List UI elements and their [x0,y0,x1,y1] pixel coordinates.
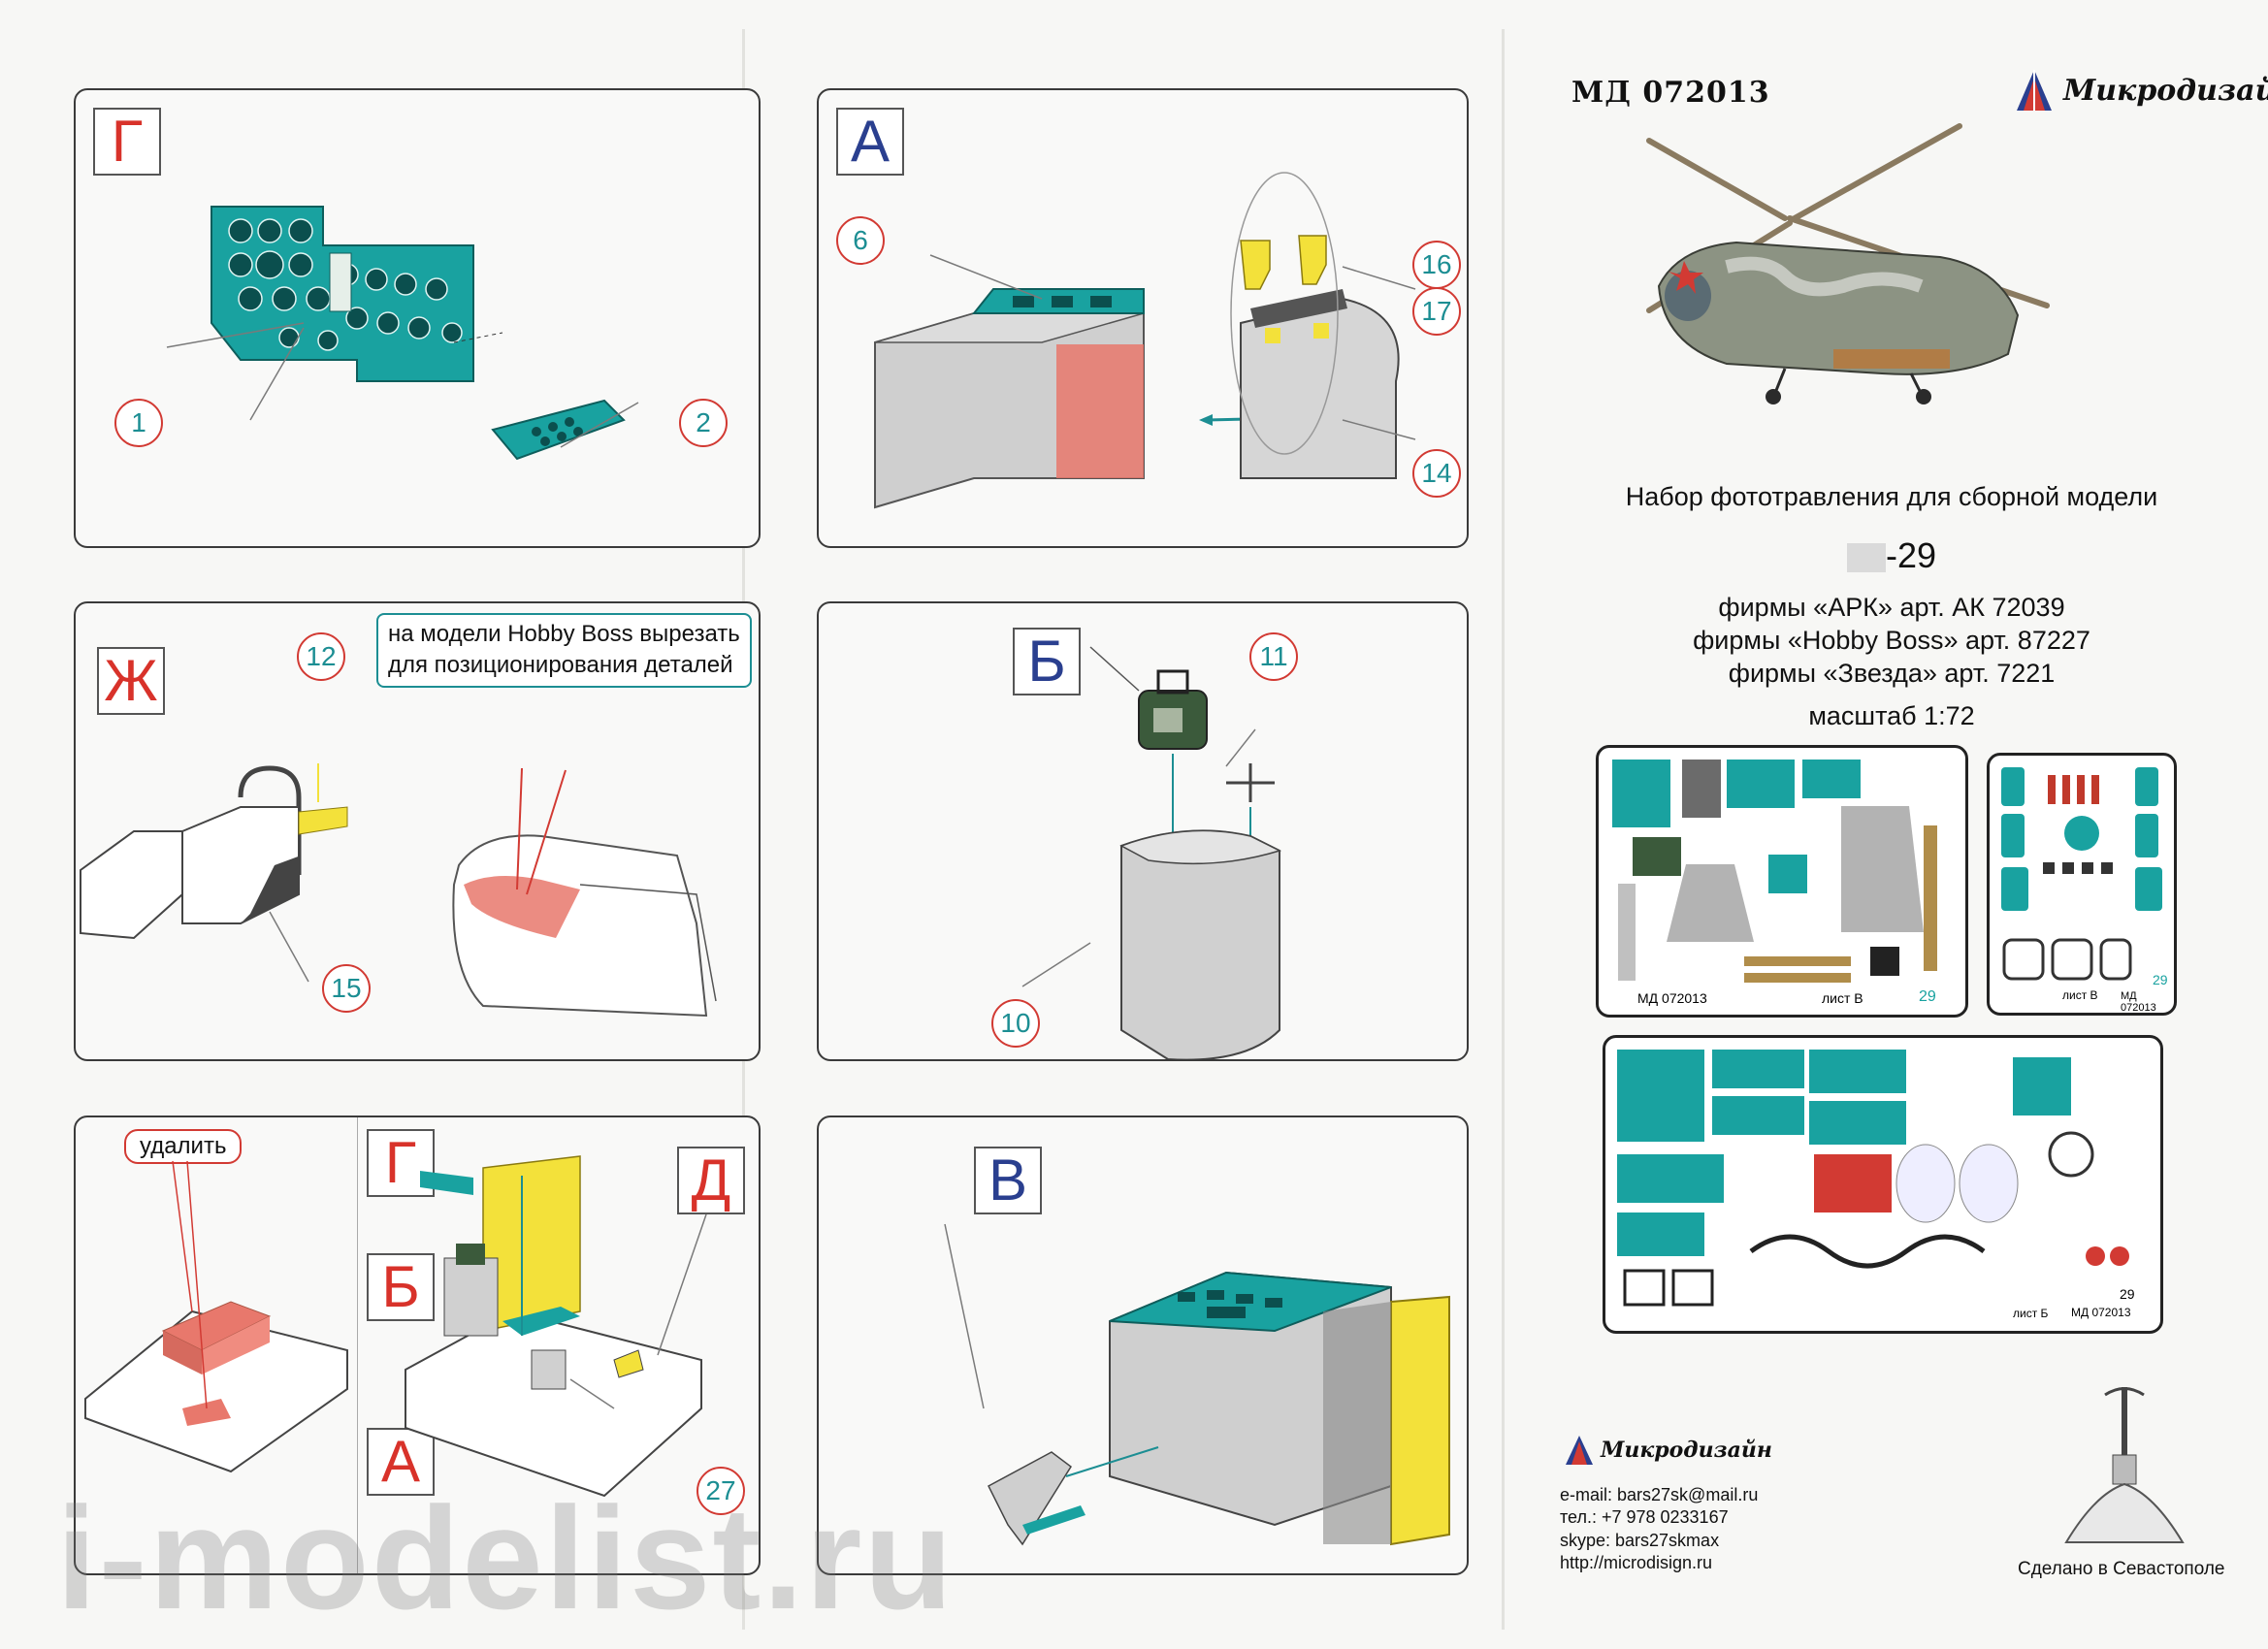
brand-header: Микродизайн [2013,68,2268,113]
footer-email: e-mail: bars27sk@mail.ru [1560,1485,1759,1504]
cabin-box-drawing [874,172,1416,509]
panel-step-b: Б 11 10 [817,601,1469,1061]
title-hobbyboss: фирмы «Hobby Boss» арт. 87227 [1693,626,2090,655]
title-scale: масштаб 1:72 [1808,701,1975,730]
panel-step-g: Г 1 2 [74,88,761,548]
panel-step-v: В [817,1116,1469,1575]
fret-sheet-v: МД 072013 лист В 29 [1596,745,1968,1018]
title-ark: фирмы «АРК» арт. АК 72039 [1718,593,2065,622]
step-letter-v: В [974,1147,1042,1214]
helicopter-illustration [1646,123,2050,404]
title-zvezda: фирмы «Звезда» арт. 7221 [1728,659,2056,688]
callout-11: 11 [1249,632,1298,681]
step-letter-a: А [836,108,904,176]
callout-10: 10 [991,999,1040,1048]
fret-v-code: МД 072013 [1637,990,1707,1006]
callout-15: 15 [322,964,371,1013]
callout-14: 14 [1412,449,1461,498]
seat-and-fuselage-drawing [80,763,717,1018]
assembly-letter-d: Д [677,1147,745,1214]
footer-brand: Микродизайн [1564,1434,1772,1467]
dashboard-drawing [166,206,639,461]
title-line-1: Набор фототравления для сборной модели [1625,482,2158,511]
fret-right-label: лист В [2062,988,2098,1002]
fret-right-code: МД 072013 [2121,990,2156,1014]
fret-right-parts [2001,767,2162,981]
callout-17: 17 [1412,287,1461,336]
fret-b-label: лист Б [2013,1307,2049,1320]
assembly-letter-a: А [367,1428,435,1496]
fret-b-parts [1617,1050,2129,1307]
callout-16: 16 [1412,241,1461,289]
fret-sheet-b: 29 лист Б МД 072013 [1603,1035,2163,1334]
assembly-letter-b: Б [367,1253,435,1321]
fold-line-2 [1502,29,1505,1630]
callout-12: 12 [297,632,345,681]
callout-27: 27 [697,1467,745,1515]
fret-sheet-right: 29 лист В МД 072013 [1987,753,2177,1016]
model-name-line: -29 [1552,535,2231,576]
cockpit-tub-drawing [944,1223,1450,1546]
callout-6: 6 [836,216,885,265]
delete-label: удалить [124,1129,243,1164]
note-line-1: на модели Hobby Boss вырезать [388,621,740,647]
electronics-block-drawing [1021,646,1282,1059]
fret-right-number: 29 [2153,972,2168,987]
footer-contacts: e-mail: bars27sk@mail.ru тел.: +7 978 02… [1560,1484,1758,1575]
footer-skype: skype: bars27skmax [1560,1530,1720,1550]
footer-phone: тел.: +7 978 0233167 [1560,1507,1729,1528]
note-line-2: для позиционирования деталей [388,652,733,679]
step-letter-b: Б [1013,628,1081,695]
fret-b-code: МД 072013 [2071,1306,2131,1319]
brand-name: Микродизайн [2063,73,2268,108]
panel-step-zh: Ж на модели Hobby Boss вырезать для пози… [74,601,761,1061]
panel-step-a: А 6 16 17 14 [817,88,1469,548]
callout-2: 2 [679,399,728,447]
step-letter-zh: Ж [97,647,165,715]
hobbyboss-cut-note: на модели Hobby Boss вырезать для позици… [376,613,752,688]
redacted-model-block [1846,543,1886,573]
model-suffix: -29 [1885,535,1937,575]
fret-v-parts [1612,760,1937,983]
watermark-text: i-modelist.ru [56,1476,956,1639]
panel-divider [357,1117,358,1573]
made-in-label: Сделано в Севастополе [2018,1559,2225,1579]
product-code: МД 072013 [1571,76,1770,110]
panel-assembly: удалить Г Д Б А 27 [74,1116,761,1575]
footer-logo-icon [1566,1436,1593,1465]
fret-v-label: лист В [1822,990,1863,1006]
fret-v-number: 29 [1919,988,1936,1005]
assembly-floor-drawing [84,1155,707,1498]
brand-logo-icon [2017,70,2052,111]
step-letter-g: Г [93,108,161,176]
monument-illustration [2064,1387,2185,1543]
fret-b-number: 29 [2120,1286,2135,1302]
callout-1: 1 [114,399,163,447]
footer-url: http://microdisign.ru [1560,1553,1713,1573]
footer-brand-name: Микродизайн [1601,1438,1772,1463]
